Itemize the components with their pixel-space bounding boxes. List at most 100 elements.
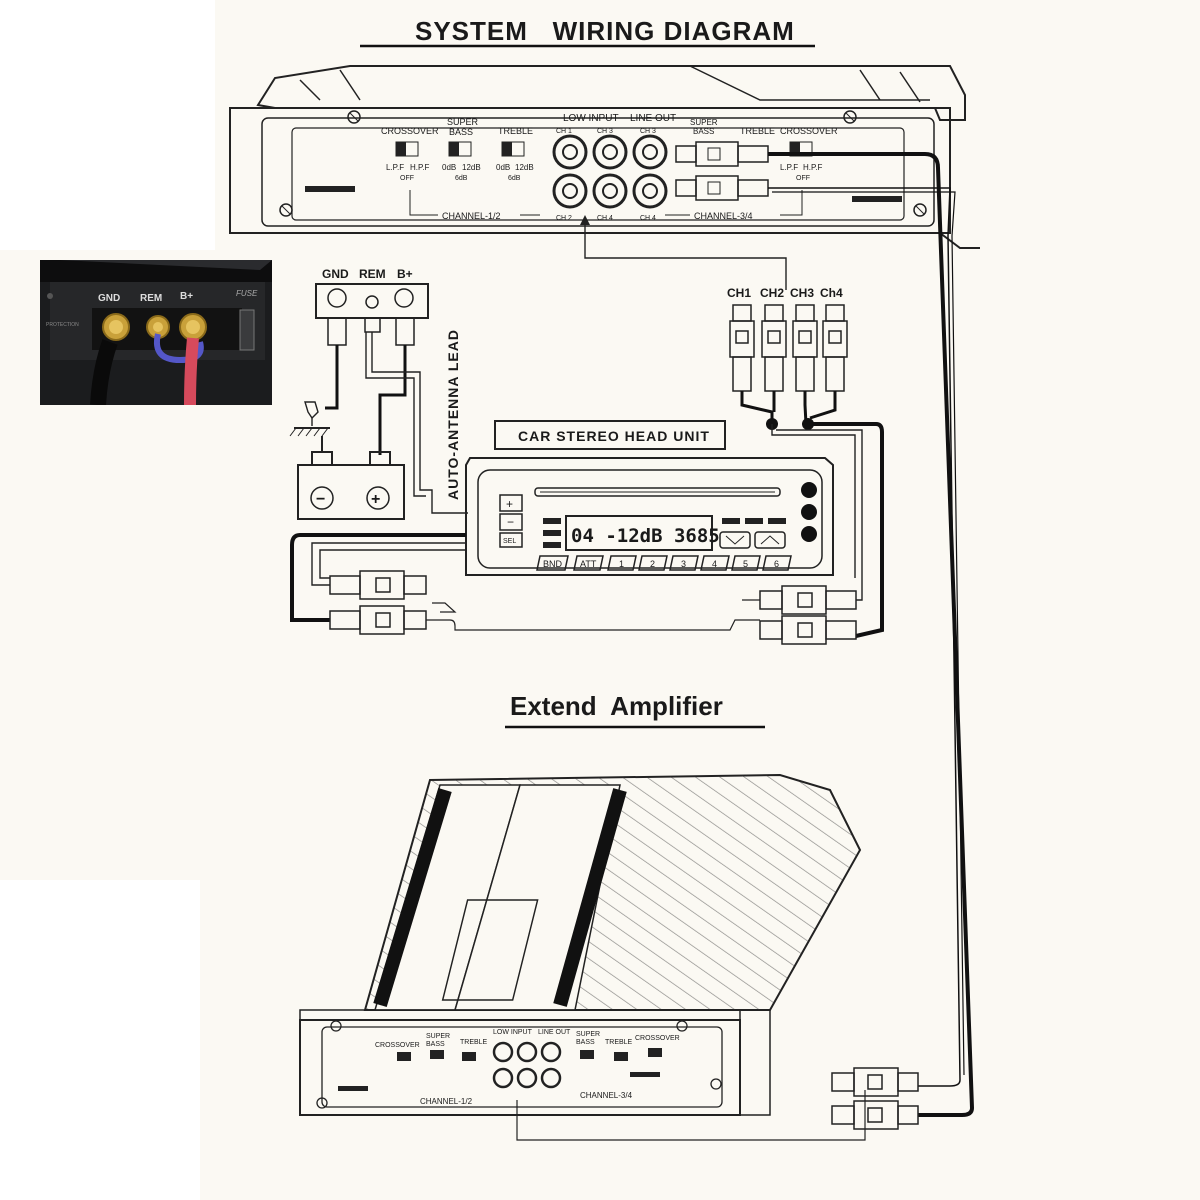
line-out-label: LINE OUT	[630, 113, 676, 124]
sel-button[interactable]	[499, 532, 523, 548]
channel-12-label: CHANNEL-1/2	[442, 211, 501, 221]
screw-icon	[330, 1020, 342, 1032]
main-amplifier: CROSSOVER L.P.F H.P.F OFF SUPER BASS 0dB…	[229, 65, 980, 249]
preset-6-button[interactable]	[762, 555, 792, 571]
bnd-button[interactable]	[536, 555, 569, 571]
photo-inset: GND REM B+ FUSE PROTECTION	[40, 260, 272, 405]
rca-ch4-label: Ch4	[820, 286, 843, 300]
line-out-cable	[768, 152, 975, 1117]
rca-jack-icon[interactable]	[632, 173, 668, 209]
svg-text:OFF: OFF	[796, 175, 810, 182]
seek-up-button[interactable]	[754, 531, 786, 549]
power-wire-photo	[184, 337, 199, 405]
rca-jack-icon[interactable]	[552, 134, 588, 170]
extend-amplifier-title: Extend Amplifier	[510, 691, 723, 721]
rca-plug-pair-extend	[831, 1067, 919, 1130]
rca-jack-icon[interactable]	[592, 173, 628, 209]
svg-text:TREBLE: TREBLE	[740, 126, 775, 136]
svg-text:SEL: SEL	[503, 538, 516, 545]
svg-text:BASS: BASS	[449, 127, 473, 137]
paper-margin-top	[0, 0, 215, 250]
power-terminal-block: GND REM B+	[315, 267, 429, 346]
svg-text:6dB: 6dB	[508, 175, 521, 182]
preset-5-button[interactable]	[731, 555, 761, 571]
svg-text:CHANNEL-3/4: CHANNEL-3/4	[580, 1091, 633, 1100]
preset-2-button[interactable]	[638, 555, 668, 571]
svg-text:OFF: OFF	[400, 175, 414, 182]
diagram-title: SYSTEM WIRING DIAGRAM	[415, 16, 795, 46]
crossover-label: CROSSOVER	[381, 126, 439, 136]
svg-text:12dB: 12dB	[462, 163, 481, 172]
svg-text:CH 3: CH 3	[597, 128, 613, 135]
svg-text:SUPER: SUPER	[426, 1033, 450, 1040]
head-unit-label: CAR STEREO HEAD UNIT	[518, 428, 710, 444]
svg-text:6dB: 6dB	[455, 175, 468, 182]
screw-icon	[279, 203, 293, 217]
preset-3-button[interactable]	[669, 555, 699, 571]
knob-icon[interactable]	[801, 482, 817, 498]
svg-text:+: +	[506, 497, 513, 511]
head-unit: CAR STEREO HEAD UNIT + − SEL 04 -12dB 36…	[465, 420, 834, 576]
svg-text:BASS: BASS	[576, 1039, 595, 1046]
extend-amplifier: CROSSOVER SUPER BASS TREBLE LOW INPUT LI…	[299, 773, 866, 1141]
super-bass-label: SUPER	[447, 117, 479, 127]
photo-inset-svg	[40, 260, 272, 405]
svg-text:5: 5	[743, 559, 748, 569]
att-button[interactable]	[573, 555, 604, 571]
svg-text:BASS: BASS	[426, 1041, 445, 1048]
bplus-label: B+	[397, 267, 413, 281]
svg-text:4: 4	[712, 559, 717, 569]
svg-text:−: −	[507, 515, 514, 529]
antenna-lead-label: AUTO-ANTENNA LEAD	[445, 329, 461, 500]
preset-button-row: BND ATT 1 2 3 4 5 6	[536, 555, 792, 571]
screw-icon	[843, 110, 857, 124]
svg-text:TREBLE: TREBLE	[605, 1039, 633, 1046]
rca-jack-icon[interactable]	[492, 1041, 562, 1089]
volume-down-button[interactable]	[499, 513, 523, 531]
svg-text:CH 1: CH 1	[556, 128, 572, 135]
battery-icon: − +	[297, 451, 405, 520]
rem-label: REM	[359, 267, 386, 281]
svg-text:L.P.F: L.P.F	[780, 163, 798, 172]
preset-1-button[interactable]	[607, 555, 637, 571]
display-readout: 04 -12dB 3685	[571, 525, 720, 547]
screw-icon	[347, 110, 361, 124]
svg-text:L.P.F: L.P.F	[386, 163, 404, 172]
line-out-cable-2	[768, 187, 961, 1087]
svg-text:CHANNEL-1/2: CHANNEL-1/2	[420, 1097, 473, 1106]
rca-ch2-label: CH2	[760, 286, 784, 300]
svg-text:CH 4: CH 4	[597, 215, 613, 222]
photo-bplus-label: B+	[180, 291, 194, 302]
preset-4-button[interactable]	[700, 555, 730, 571]
battery-positive-symbol: +	[371, 491, 380, 508]
rca-jack-icon[interactable]	[552, 173, 588, 209]
rca-jack-icon[interactable]	[632, 134, 668, 170]
head-unit-display	[565, 515, 713, 551]
rem-wire	[371, 332, 468, 514]
volume-up-button[interactable]	[499, 494, 523, 512]
rca-plug-icon	[675, 175, 769, 201]
head-unit-harness	[290, 533, 466, 622]
rca-cable-main	[808, 422, 884, 638]
rca-jack-icon[interactable]	[592, 134, 628, 170]
photo-fuse-label: FUSE	[236, 289, 258, 298]
ground-icon	[289, 401, 330, 437]
svg-text:3: 3	[681, 559, 686, 569]
svg-text:H.P.F: H.P.F	[410, 163, 430, 172]
rca-plug-bundle: CH1 CH2 CH3 Ch4	[727, 286, 848, 430]
rca-plug-pair-right	[759, 585, 857, 645]
paper-margin	[0, 880, 200, 1200]
svg-text:CROSSOVER: CROSSOVER	[635, 1035, 680, 1042]
bplus-wire	[378, 345, 407, 455]
photo-gnd-label: GND	[98, 293, 121, 304]
svg-text:H.P.F: H.P.F	[803, 163, 823, 172]
svg-text:SUPER: SUPER	[576, 1031, 600, 1038]
gnd-wire	[325, 345, 339, 410]
seek-down-button[interactable]	[719, 531, 751, 549]
gnd-label: GND	[322, 267, 349, 281]
screw-icon	[913, 203, 927, 217]
knob-icon[interactable]	[801, 526, 817, 542]
knob-icon[interactable]	[801, 504, 817, 520]
